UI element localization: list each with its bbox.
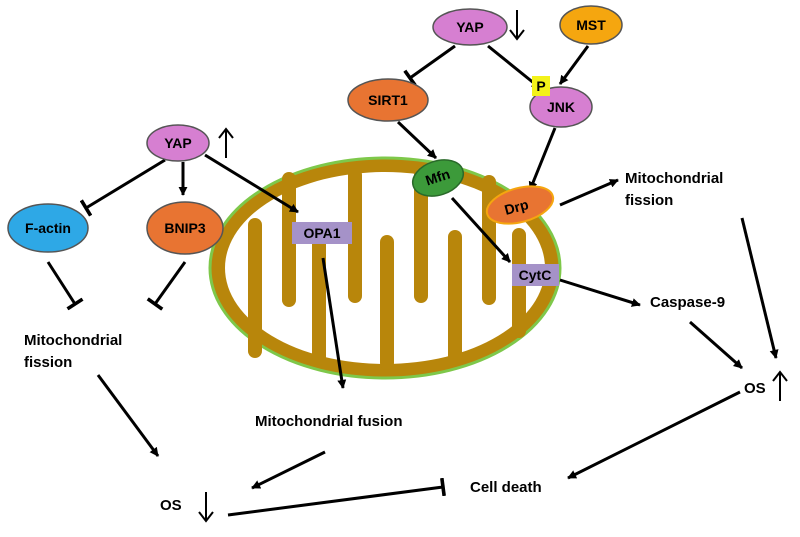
label-mito-fission-left-1: Mitochondrial <box>24 332 122 349</box>
label-mito-fission-right-2: fission <box>625 192 673 209</box>
node-sirt1: SIRT1 <box>347 78 429 122</box>
node-drp-label: Drp <box>503 196 530 218</box>
label-mito-fusion: Mitochondrial fusion <box>255 413 403 430</box>
pathway-edges <box>46 44 779 517</box>
phospho-badge: P <box>532 76 550 96</box>
up-arrow-icon <box>772 370 788 401</box>
node-bnip3: BNIP3 <box>146 201 224 255</box>
down-arrow-icon <box>198 492 214 523</box>
node-jnk-label: JNK <box>547 99 575 115</box>
node-bnip3-label: BNIP3 <box>164 220 205 236</box>
node-yap-left: YAP <box>146 124 210 162</box>
edge-opa1-to-fusion <box>321 257 347 389</box>
edge-factin-inhibits-fission <box>46 261 84 311</box>
edge-caspase9-to-os <box>689 320 743 370</box>
edge-cytc-to-caspase9 <box>559 278 641 307</box>
node-cytc-label: CytC <box>519 267 552 283</box>
node-mst-label: MST <box>576 17 606 33</box>
edge-yap-to-jnk <box>487 44 541 90</box>
node-yap-top-label: YAP <box>456 19 484 35</box>
edge-yap-to-opa1 <box>204 153 299 214</box>
node-yap-top: YAP <box>432 8 508 46</box>
node-sirt1-label: SIRT1 <box>368 92 408 108</box>
edge-os-inhibits-celldeath <box>227 477 446 517</box>
node-opa1: OPA1 <box>292 222 352 244</box>
label-mito-fission-right-1: Mitochondrial <box>625 170 723 187</box>
edge-fission-to-os <box>740 217 779 359</box>
up-arrow-icon <box>218 127 234 158</box>
edge-os-to-celldeath <box>567 390 741 480</box>
label-mito-fission-left-2: fission <box>24 354 72 371</box>
edge-yap-inhibits-sirt1 <box>403 44 456 87</box>
edge-fission-left-to-os <box>96 374 160 457</box>
label-cell-death: Cell death <box>470 479 542 496</box>
edge-fusion-to-os <box>251 450 326 490</box>
edge-mst-to-jnk <box>558 45 590 85</box>
label-caspase9: Caspase-9 <box>650 294 725 311</box>
node-mst: MST <box>559 5 623 45</box>
node-jnk: JNK <box>529 86 593 128</box>
node-f-actin-label: F-actin <box>25 220 71 236</box>
node-f-actin: F-actin <box>7 203 89 253</box>
edge-jnk-to-drp <box>528 127 557 191</box>
label-os-bottom: OS <box>160 497 182 514</box>
mitochondrion <box>208 156 562 380</box>
node-mfn: Mfn <box>411 159 465 197</box>
label-os-right: OS <box>744 380 766 397</box>
edge-bnip3-inhibits-fission <box>146 261 187 311</box>
edge-yap-inhibits-factin <box>79 158 166 217</box>
edge-mfn-to-cytc <box>450 196 512 264</box>
node-opa1-label: OPA1 <box>303 225 340 241</box>
edge-sirt1-to-mfn <box>396 120 438 160</box>
node-mfn-label: Mfn <box>423 166 452 189</box>
node-drp: Drp <box>485 185 555 225</box>
down-arrow-icon <box>509 10 525 41</box>
node-yap-left-label: YAP <box>164 135 192 151</box>
phospho-badge-label: P <box>536 78 545 94</box>
indicators <box>198 10 788 523</box>
node-cytc: CytC <box>512 264 559 286</box>
edge-drp-to-fission <box>559 178 619 207</box>
